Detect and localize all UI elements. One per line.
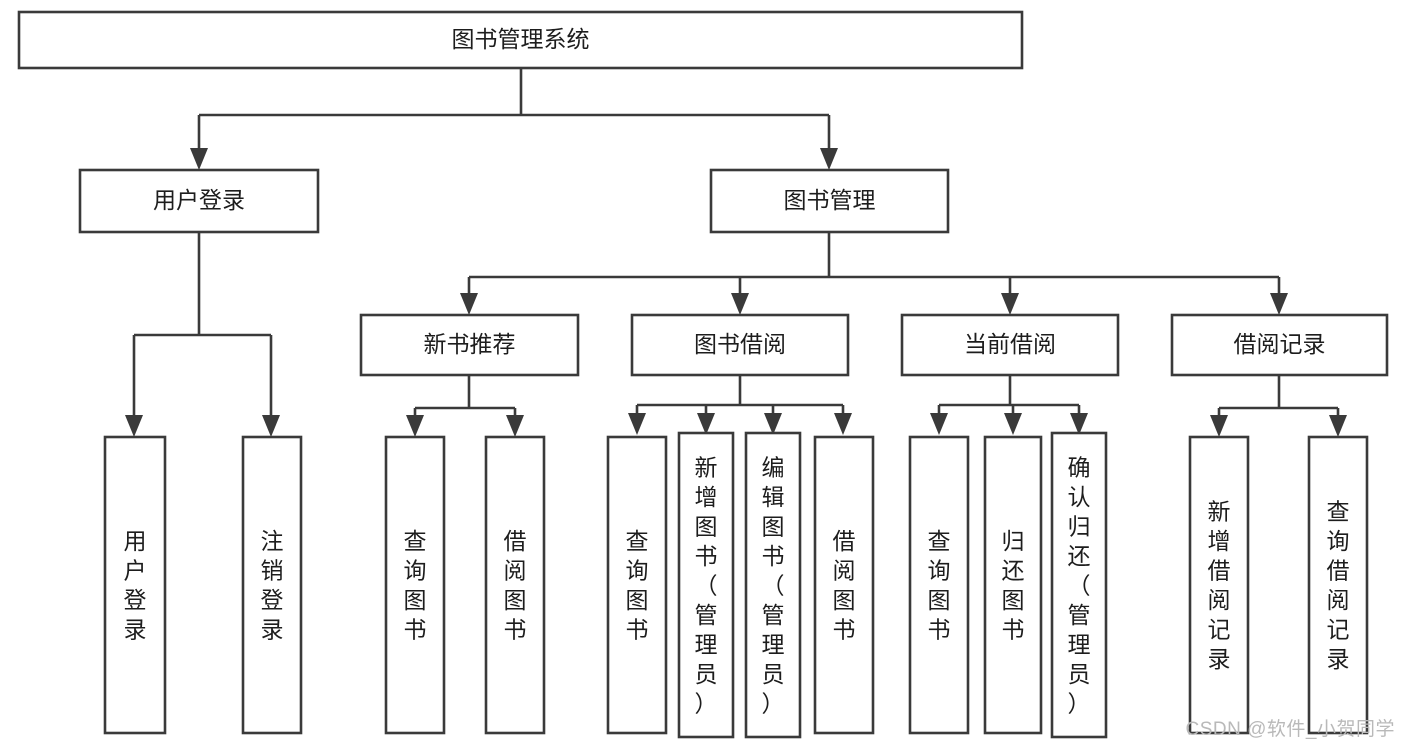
connectors-layer [125, 68, 1347, 437]
node-box-leaf-user-logout[interactable] [241, 435, 303, 735]
node-box-leaf-cb-confirm-return[interactable] [1050, 431, 1108, 739]
node-leaf-bb-add-book[interactable]: 新增图书（管理员） [677, 431, 735, 739]
node-label-leaf-bb-add-book: 新增图书（管理员） [695, 454, 718, 716]
node-label-book-borrow: 图书借阅 [694, 331, 786, 357]
node-label-root: 图书管理系统 [452, 26, 590, 52]
node-box-leaf-cb-return-book[interactable] [983, 435, 1043, 735]
node-label-leaf-br-add-record: 新增借阅记录 [1208, 499, 1231, 673]
node-label-leaf-br-query-record: 查询借阅记录 [1327, 499, 1350, 673]
connector-root-to-level2 [190, 68, 838, 170]
node-box-new-book-rec[interactable] [359, 313, 580, 377]
nodes-layer: 图书管理系统用户登录图书管理新书推荐图书借阅当前借阅借阅记录用户登录注销登录查询… [17, 10, 1389, 739]
node-leaf-cb-return-book[interactable]: 归还图书 [983, 435, 1043, 735]
node-current-borrow[interactable]: 当前借阅 [900, 313, 1120, 377]
node-box-leaf-user-login[interactable] [103, 435, 167, 735]
node-root[interactable]: 图书管理系统 [17, 10, 1024, 70]
node-label-new-book-rec: 新书推荐 [424, 331, 516, 357]
connector-current-borrow-to-leaves [930, 375, 1088, 435]
node-box-user-login[interactable] [78, 168, 320, 234]
node-label-current-borrow: 当前借阅 [964, 331, 1056, 357]
node-label-leaf-cb-return-book: 归还图书 [1002, 528, 1025, 643]
node-label-leaf-cb-query-book: 查询图书 [928, 528, 951, 643]
node-box-leaf-bb-edit-book[interactable] [744, 431, 802, 739]
node-box-leaf-bb-borrow-book[interactable] [813, 435, 875, 735]
node-new-book-rec[interactable]: 新书推荐 [359, 313, 580, 377]
node-leaf-bb-query-book[interactable]: 查询图书 [606, 435, 668, 735]
node-label-leaf-cb-confirm-return: 确认归还（管理员） [1068, 454, 1091, 716]
node-book-manage[interactable]: 图书管理 [709, 168, 950, 234]
node-box-leaf-br-add-record[interactable] [1188, 435, 1250, 735]
node-leaf-br-add-record[interactable]: 新增借阅记录 [1188, 435, 1250, 735]
node-box-book-manage[interactable] [709, 168, 950, 234]
node-leaf-bb-borrow-book[interactable]: 借阅图书 [813, 435, 875, 735]
connector-book-borrow-to-leaves [628, 375, 852, 435]
node-box-leaf-bb-query-book[interactable] [606, 435, 668, 735]
connector-borrow-record-to-leaves [1210, 375, 1347, 437]
node-label-leaf-user-login: 用户登录 [124, 528, 147, 643]
node-label-user-login: 用户登录 [153, 187, 245, 213]
node-leaf-user-login[interactable]: 用户登录 [103, 435, 167, 735]
connector-level2-to-level3 [460, 232, 1288, 315]
node-label-borrow-record: 借阅记录 [1234, 331, 1326, 357]
node-box-leaf-rec-query-book[interactable] [384, 435, 446, 735]
node-box-current-borrow[interactable] [900, 313, 1120, 377]
node-leaf-user-logout[interactable]: 注销登录 [241, 435, 303, 735]
node-label-leaf-rec-borrow-book: 借阅图书 [504, 528, 527, 643]
node-box-book-borrow[interactable] [630, 313, 850, 377]
node-label-leaf-bb-edit-book: 编辑图书（管理员） [762, 454, 785, 716]
node-user-login[interactable]: 用户登录 [78, 168, 320, 234]
node-leaf-rec-query-book[interactable]: 查询图书 [384, 435, 446, 735]
node-label-leaf-user-logout: 注销登录 [261, 528, 284, 643]
node-borrow-record[interactable]: 借阅记录 [1170, 313, 1389, 377]
node-leaf-cb-confirm-return[interactable]: 确认归还（管理员） [1050, 431, 1108, 739]
node-label-leaf-rec-query-book: 查询图书 [404, 528, 427, 643]
node-box-leaf-cb-query-book[interactable] [908, 435, 970, 735]
node-leaf-cb-query-book[interactable]: 查询图书 [908, 435, 970, 735]
node-label-leaf-bb-borrow-book: 借阅图书 [833, 528, 856, 643]
node-leaf-br-query-record[interactable]: 查询借阅记录 [1307, 435, 1369, 735]
node-box-root[interactable] [17, 10, 1024, 70]
connector-user-login-to-leaves [125, 232, 280, 437]
node-book-borrow[interactable]: 图书借阅 [630, 313, 850, 377]
node-box-leaf-rec-borrow-book[interactable] [484, 435, 546, 735]
node-label-book-manage: 图书管理 [784, 187, 876, 213]
node-leaf-rec-borrow-book[interactable]: 借阅图书 [484, 435, 546, 735]
node-box-leaf-bb-add-book[interactable] [677, 431, 735, 739]
node-label-leaf-bb-query-book: 查询图书 [626, 528, 649, 643]
node-leaf-bb-edit-book[interactable]: 编辑图书（管理员） [744, 431, 802, 739]
connector-new-book-rec-to-leaves [406, 375, 524, 437]
node-box-borrow-record[interactable] [1170, 313, 1389, 377]
node-box-leaf-br-query-record[interactable] [1307, 435, 1369, 735]
